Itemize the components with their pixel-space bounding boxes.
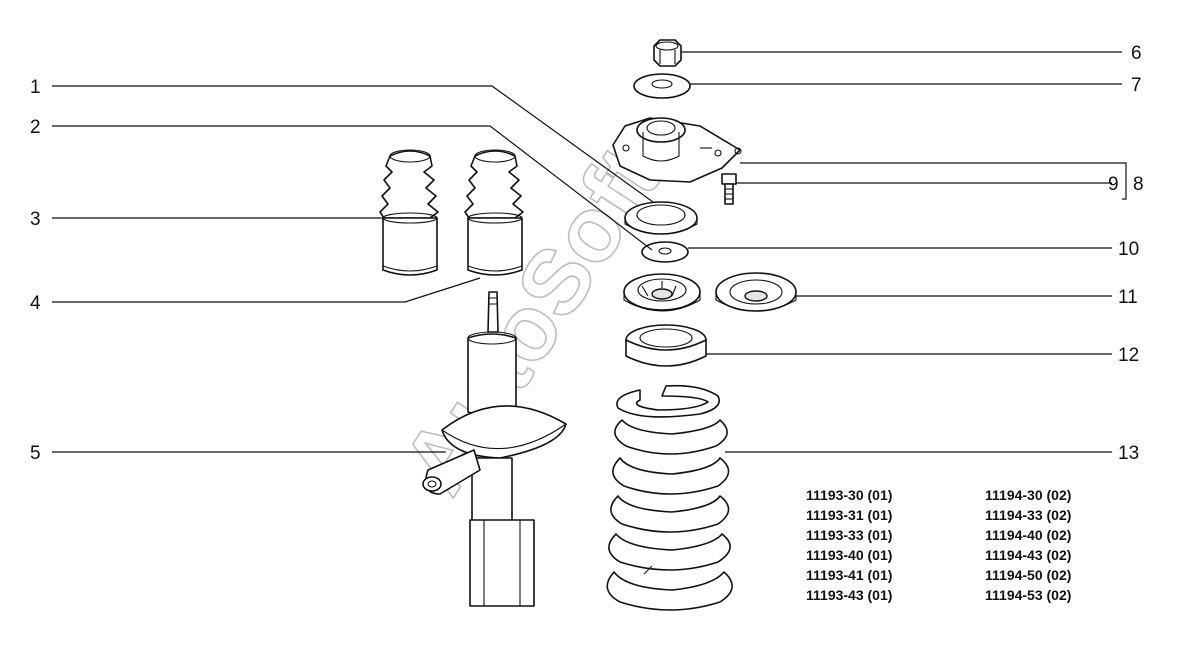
part-bump-stop-boot-left <box>379 149 439 276</box>
leader-lines <box>52 51 1127 453</box>
part-coil-spring <box>606 384 733 611</box>
callout-11: 11 <box>1118 287 1138 308</box>
callout-3: 3 <box>30 209 41 230</box>
code-col2-row4: 11194-43 (02) <box>985 547 1071 563</box>
code-col2-row6: 11194-53 (02) <box>985 587 1071 603</box>
part-nut <box>653 39 682 67</box>
code-col1-row4: 11193-40 (01) <box>806 547 892 563</box>
part-bearing <box>624 201 698 235</box>
part-upper-mount <box>612 117 742 183</box>
part-washer <box>633 73 691 99</box>
callout-13: 13 <box>1118 443 1139 464</box>
callout-10: 10 <box>1118 239 1139 260</box>
applicability-codes: 11193-30 (01) 11193-31 (01) 11193-33 (01… <box>806 487 1071 603</box>
callout-6: 6 <box>1131 43 1142 64</box>
callout-12: 12 <box>1118 345 1139 366</box>
callout-5: 5 <box>30 443 41 464</box>
code-col2-row3: 11194-40 (02) <box>985 527 1071 543</box>
part-spring-seat-left <box>623 273 701 312</box>
code-col1-row2: 11193-31 (01) <box>806 507 892 523</box>
code-col2-row2: 11194-33 (02) <box>985 507 1071 523</box>
callout-2: 2 <box>30 117 41 138</box>
part-strut <box>422 291 567 607</box>
part-bump-stop-boot-right <box>464 149 524 276</box>
code-col1-row6: 11193-43 (01) <box>806 587 892 603</box>
part-bolt <box>721 173 737 205</box>
callout-4: 4 <box>30 293 41 314</box>
callout-1: 1 <box>30 77 41 98</box>
callout-8: 8 <box>1133 174 1144 195</box>
code-col2-row5: 11194-50 (02) <box>985 567 1071 583</box>
callout-7: 7 <box>1131 75 1142 96</box>
part-spring-insulator <box>625 324 707 367</box>
part-spring-seat-right <box>715 272 797 312</box>
code-col2-row1: 11194-30 (02) <box>985 487 1071 503</box>
code-col1-row1: 11193-30 (01) <box>806 487 892 503</box>
callout-9: 9 <box>1108 174 1119 195</box>
code-col1-row5: 11193-41 (01) <box>806 567 892 583</box>
part-spacer-washer <box>641 241 689 263</box>
code-col1-row3: 11193-33 (01) <box>806 527 892 543</box>
